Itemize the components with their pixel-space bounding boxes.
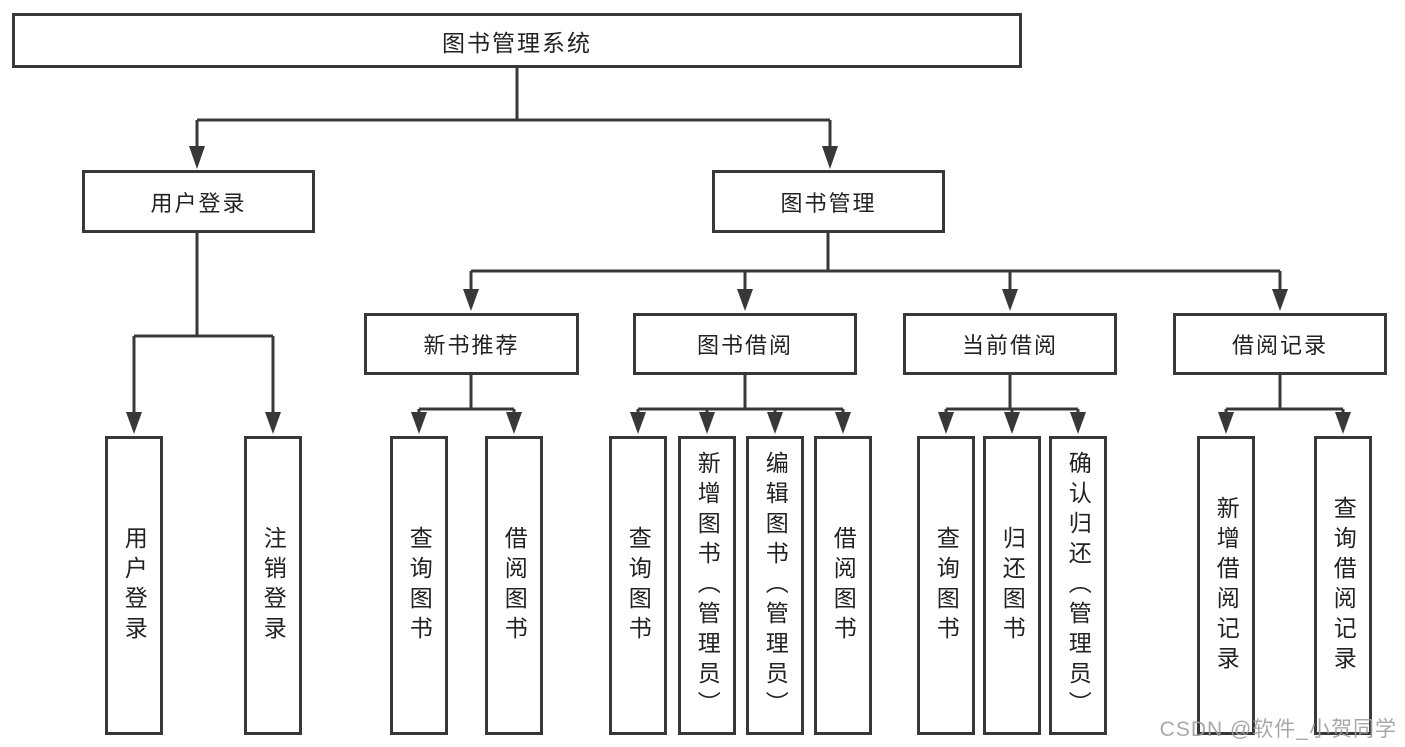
node-library-management-system: 图书管理系统 [12,13,1022,68]
node-user-login: 用户登录 [82,170,315,233]
leaf-add-books-admin: 新增图书（管理员） [678,436,736,735]
leaf-confirm-return-admin: 确认归还（管理员） [1049,436,1107,735]
leaf-user-login: 用户登录 [105,436,163,735]
leaf-query-books-current: 查询图书 [917,436,975,735]
node-label: 新增图书（管理员） [694,450,721,721]
node-label: 图书管理系统 [442,29,592,56]
node-label: 用户登录 [121,525,148,646]
node-new-book-recommend: 新书推荐 [364,313,579,375]
node-label: 图书借阅 [696,333,793,358]
node-label: 编辑图书（管理员） [762,450,789,721]
leaf-add-borrow-record: 新增借阅记录 [1197,436,1255,735]
node-label: 当前借阅 [961,333,1058,358]
leaf-return-books: 归还图书 [983,436,1041,735]
node-book-management: 图书管理 [712,170,945,233]
node-label: 新书推荐 [423,333,520,358]
leaf-query-borrow-record: 查询借阅记录 [1314,436,1372,735]
node-label: 图书管理 [780,190,877,216]
node-label: 查询借阅记录 [1330,495,1357,676]
leaf-query-books-recommend: 查询图书 [390,436,448,735]
node-label: 查询图书 [406,525,433,646]
node-label: 归还图书 [999,525,1026,646]
leaf-edit-books-admin: 编辑图书（管理员） [746,436,804,735]
node-label: 注销登录 [260,525,287,646]
csdn-watermark: CSDN @软件_小贺同学 [1159,718,1397,741]
node-label: 借阅图书 [501,525,528,646]
leaf-borrow-books: 借阅图书 [814,436,872,735]
node-label: 新增借阅记录 [1213,495,1240,676]
node-borrow-records: 借阅记录 [1173,313,1387,375]
leaf-query-books-borrow: 查询图书 [609,436,667,735]
node-label: 用户登录 [150,190,247,216]
node-label: 确认归还（管理员） [1065,450,1092,721]
node-label: 查询图书 [625,525,652,646]
leaf-borrow-books-recommend: 借阅图书 [485,436,543,735]
node-book-borrow: 图书借阅 [633,313,857,375]
node-label: 借阅记录 [1231,333,1328,358]
leaf-logout: 注销登录 [244,436,302,735]
node-label: 查询图书 [933,525,960,646]
node-current-borrow: 当前借阅 [903,313,1117,375]
node-label: 借阅图书 [830,525,857,646]
